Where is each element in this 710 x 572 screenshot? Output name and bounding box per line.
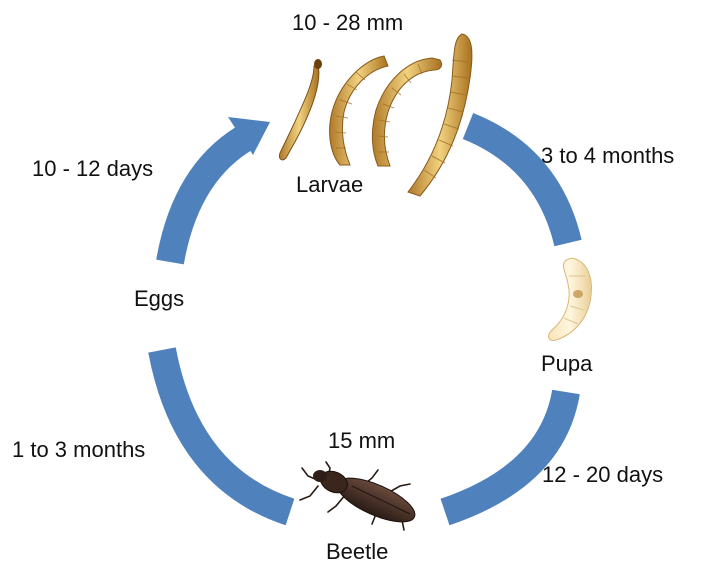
larva-3 [372, 58, 441, 166]
beetle-label: Beetle [326, 541, 388, 563]
beetle-illustration [300, 462, 420, 531]
duration-larvae-to-pupa: 3 to 4 months [541, 145, 674, 167]
larvae-size-label: 10 - 28 mm [292, 12, 403, 34]
larva-1 [279, 59, 322, 160]
arrow-eggs-to-larvae [170, 117, 270, 262]
beetle-size-label: 15 mm [328, 430, 395, 452]
duration-beetle-to-eggs: 1 to 3 months [12, 439, 145, 461]
pupa-illustration [549, 258, 592, 340]
pupa-label: Pupa [541, 353, 592, 375]
duration-eggs-to-larvae: 10 - 12 days [32, 158, 153, 180]
arc-pupa-to-beetle [445, 392, 566, 512]
larva-4 [408, 34, 472, 196]
eggs-label: Eggs [134, 288, 184, 310]
larvae-label: Larvae [296, 174, 363, 196]
arc-beetle-to-eggs [162, 350, 290, 512]
duration-pupa-to-beetle: 12 - 20 days [542, 464, 663, 486]
